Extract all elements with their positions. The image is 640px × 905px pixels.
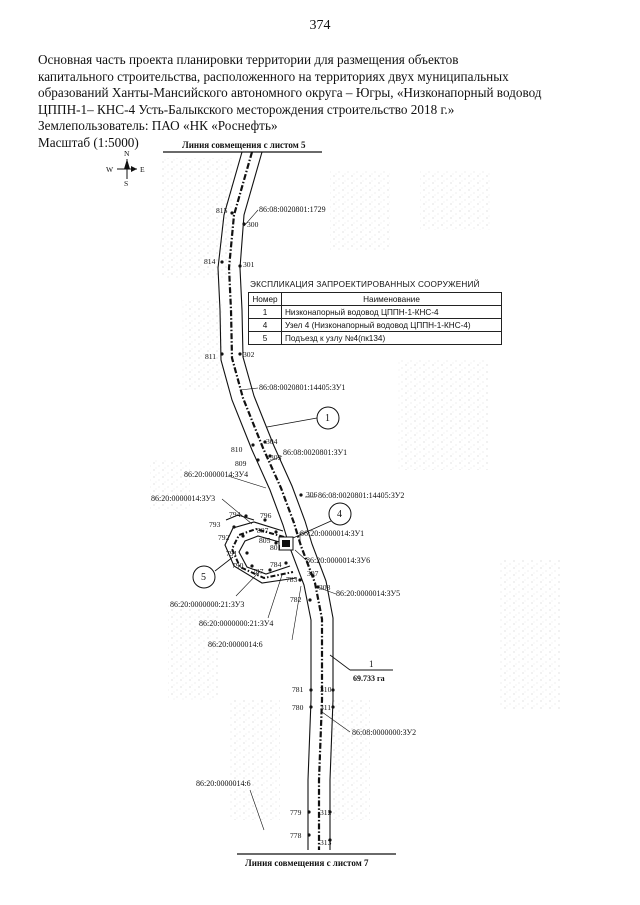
point-label: 302 (243, 350, 255, 359)
match-line-bottom-label: Линия совмещения с листом 7 (245, 858, 369, 868)
cadastral-label: 86:20:0000000:21:ЗУ4 (199, 619, 273, 628)
legend-col-number: Номер (248, 292, 282, 306)
legend-row-number: 4 (248, 318, 282, 332)
point-label: 791 (226, 549, 238, 558)
point-label: 811 (205, 352, 216, 361)
cadastral-label: 86:08:0000000:ЗУ2 (352, 728, 416, 737)
header-line: капитального строительства, расположенно… (38, 68, 509, 84)
point-label: 784 (270, 560, 282, 569)
compass-e: E (140, 165, 145, 174)
area-number: 1 (369, 659, 374, 669)
point-label: 790 (232, 561, 244, 570)
cadastral-label: 86:20:0000014:ЗУ5 (336, 589, 400, 598)
point-label: 805 (259, 536, 271, 545)
point-label: 807 (257, 526, 269, 535)
compass-icon: N S W E (106, 149, 145, 188)
point-label: 787 (252, 567, 264, 576)
point-label: 311 (320, 703, 331, 712)
compass-w: W (106, 165, 114, 174)
legend-row-number: 1 (248, 305, 282, 319)
point-label: 780 (292, 703, 304, 712)
point-label: 794 (229, 510, 241, 519)
node-4-marker (278, 536, 294, 551)
pipeline-corridor (217, 151, 334, 850)
point-label: 783 (286, 575, 298, 584)
leader-lines (221, 209, 351, 831)
callout-1: 1 (266, 406, 340, 430)
legend-row: 5 Подъезд к узлу №4(пк134) (248, 331, 502, 345)
point-label: 782 (290, 595, 302, 604)
cadastral-label: 86:20:0000014:ЗУ3 (151, 494, 215, 503)
point-label: 792 (218, 533, 230, 542)
point-label: 779 (290, 808, 302, 817)
structures-legend: ЭКСПЛИКАЦИЯ ЗАПРОЕКТИРОВАННЫХ СООРУЖЕНИЙ… (248, 280, 502, 345)
point-label: 306 (306, 490, 318, 499)
compass-n: N (124, 149, 130, 158)
point-label: 313 (320, 838, 332, 847)
point-label: 796 (260, 511, 272, 520)
legend-col-name: Наименование (281, 292, 502, 306)
legend-row-name: Подъезд к узлу №4(пк134) (281, 331, 502, 345)
compass-s: S (124, 179, 128, 188)
legend-header-row: Номер Наименование (248, 292, 502, 306)
terrain-texture (150, 158, 560, 820)
cadastral-label: 86:20:0000014:ЗУ1 (300, 529, 364, 538)
cadastral-label: 86:20:0000014:ЗУ4 (184, 470, 248, 479)
point-label: 810 (231, 445, 243, 454)
cadastral-label: 86:08:0020801:14405:ЗУ2 (318, 491, 404, 500)
header-line: образований Ханты-Мансийского автономног… (38, 85, 542, 101)
callout-4: 4 (292, 502, 352, 539)
point-label: 801 (270, 543, 282, 552)
point-label: 793 (209, 520, 221, 529)
point-label: 301 (243, 260, 255, 269)
cadastral-label: 86:20:0000014:ЗУ6 (306, 556, 370, 565)
callout-5: 5 (192, 556, 234, 589)
svg-text:1: 1 (325, 413, 330, 424)
cadastral-label: 86:20:0000014:6 (196, 779, 251, 788)
legend-row: 1 Низконапорный водовод ЦППН-1-КНС-4 (248, 305, 502, 319)
point-label: 300 (247, 220, 259, 229)
point-label: 814 (204, 257, 216, 266)
point-label: 781 (292, 685, 304, 694)
document-header: Основная часть проекта планировки террит… (38, 52, 598, 152)
area-annotation: 1 69.733 га (329, 654, 393, 683)
legend-row-number: 5 (248, 331, 282, 345)
point-label: 809 (235, 459, 247, 468)
area-value: 69.733 га (353, 674, 385, 683)
point-label: 304 (266, 437, 278, 446)
legend-table: Номер Наименование 1 Низконапорный водов… (248, 292, 502, 345)
header-line: Масштаб (1:5000) (38, 134, 139, 150)
point-label: 815 (216, 206, 228, 215)
legend-title: ЭКСПЛИКАЦИЯ ЗАПРОЕКТИРОВАННЫХ СООРУЖЕНИЙ (250, 280, 480, 289)
point-label: 778 (290, 831, 302, 840)
svg-text:4: 4 (337, 509, 342, 520)
header-line: ЦППН-1– КНС-4 Усть-Балыкского месторожде… (38, 101, 455, 117)
legend-row-name: Узел 4 (Низконапорный водовод ЦППН-1-КНС… (281, 318, 502, 332)
svg-text:5: 5 (201, 572, 206, 583)
cadastral-label: 86:08:0020801:ЗУ1 (283, 448, 347, 457)
header-line: Землепользователь: ПАО «НК «Роснефть» (38, 118, 278, 134)
cadastral-label: 86:20:0000000:21:ЗУ3 (170, 600, 244, 609)
legend-row: 4 Узел 4 (Низконапорный водовод ЦППН-1-К… (248, 318, 502, 332)
match-line-top-label: Линия совмещения с листом 5 (182, 140, 306, 150)
point-label: 312 (320, 808, 332, 817)
page-number: 374 (309, 18, 331, 33)
cadastral-label: 86:08:0020801:1729 (259, 205, 326, 214)
point-label: 305 (270, 453, 282, 462)
point-label: 310 (320, 685, 332, 694)
point-label: 308 (319, 583, 331, 592)
point-label: 307 (307, 569, 319, 578)
cadastral-label: 86:08:0020801:14405:ЗУ1 (259, 383, 345, 392)
cadastral-label: 86:20:0000014:6 (208, 640, 263, 649)
legend-row-name: Низконапорный водовод ЦППН-1-КНС-4 (281, 305, 502, 319)
header-line: Основная часть проекта планировки террит… (38, 52, 459, 67)
